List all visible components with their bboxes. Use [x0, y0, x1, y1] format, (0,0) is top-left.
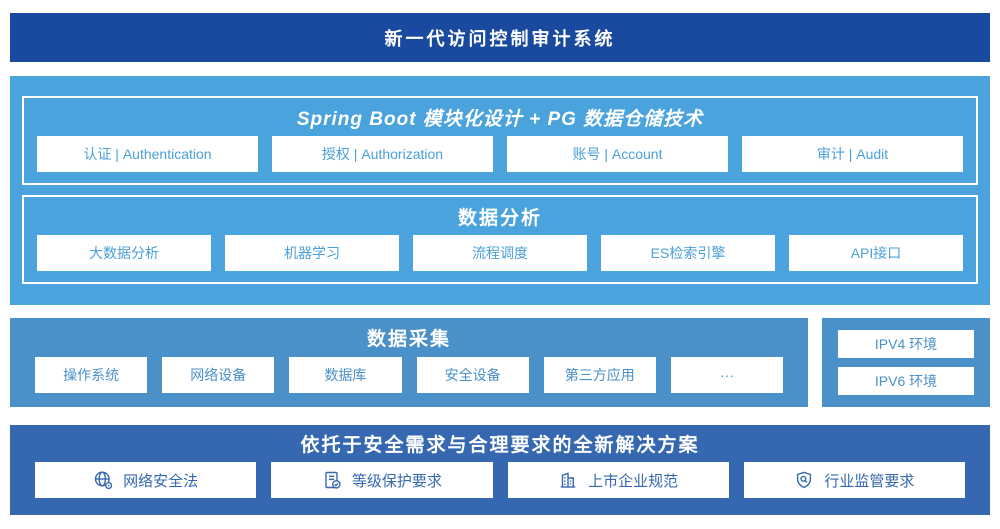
- analysis-box-workflow: 流程调度: [413, 235, 587, 271]
- module-box-authentication: 认证 | Authentication: [37, 136, 258, 172]
- module-box-account: 账号 | Account: [507, 136, 728, 172]
- solution-box-label: 行业监管要求: [824, 472, 915, 490]
- springboot-group: Spring Boot 模块化设计 + PG 数据仓储技术 认证 | Authe…: [22, 96, 978, 185]
- solution-box-label: 网络安全法: [123, 472, 199, 490]
- env-box-ipv4: IPV4 环境: [838, 330, 974, 358]
- data-collection-title: 数据采集: [366, 329, 451, 350]
- data-collection-row: 操作系统 网络设备 数据库 安全设备 第三方应用 ···: [10, 357, 808, 407]
- collection-box-more: ···: [670, 357, 784, 393]
- env-box-ipv6: IPV6 环境: [838, 367, 974, 395]
- module-box-authorization: 授权 | Authorization: [272, 136, 493, 172]
- analysis-box-api: API接口: [789, 235, 963, 271]
- shield-magnifier-icon: [794, 470, 814, 490]
- module-box-audit: 审计 | Audit: [742, 136, 963, 172]
- collection-box-security-device: 安全设备: [416, 357, 529, 393]
- data-analysis-group: 数据分析 大数据分析 机器学习 流程调度 ES检索引擎 API接口: [22, 195, 978, 284]
- solution-row: 网络安全法 等级保护要求 上: [10, 462, 990, 515]
- document-check-icon: [322, 470, 342, 490]
- solution-title: 依托于安全需求与合理要求的全新解决方案: [300, 435, 700, 456]
- analysis-box-es-search: ES检索引擎: [601, 235, 775, 271]
- springboot-group-title: Spring Boot 模块化设计 + PG 数据仓储技术: [296, 108, 704, 130]
- data-analysis-row: 大数据分析 机器学习 流程调度 ES检索引擎 API接口: [24, 235, 976, 282]
- data-analysis-title: 数据分析: [457, 207, 542, 229]
- data-collection-section: 数据采集 操作系统 网络设备 数据库 安全设备 第三方应用 ···: [10, 318, 808, 407]
- solution-box-label: 上市企业规范: [588, 472, 679, 490]
- solution-section: 依托于安全需求与合理要求的全新解决方案 网络安全法: [10, 425, 990, 515]
- collection-box-network-device: 网络设备: [162, 357, 275, 393]
- collection-box-database: 数据库: [289, 357, 402, 393]
- solution-box-level-protection: 等级保护要求: [271, 462, 493, 498]
- collection-box-third-party: 第三方应用: [543, 357, 656, 393]
- environment-panel: IPV4 环境 IPV6 环境: [822, 318, 990, 407]
- solution-box-industry-regulation: 行业监管要求: [743, 462, 965, 498]
- globe-icon: [93, 470, 113, 490]
- springboot-module-row: 认证 | Authentication 授权 | Authorization 账…: [24, 136, 976, 183]
- solution-box-network-law: 网络安全法: [35, 462, 257, 498]
- building-icon: [558, 470, 578, 490]
- collection-box-os: 操作系统: [35, 357, 148, 393]
- platform-section: Spring Boot 模块化设计 + PG 数据仓储技术 认证 | Authe…: [10, 76, 990, 305]
- solution-box-listed-company: 上市企业规范: [507, 462, 729, 498]
- analysis-box-bigdata: 大数据分析: [37, 235, 211, 271]
- page-title: 新一代访问控制审计系统: [10, 13, 990, 62]
- analysis-box-machine-learning: 机器学习: [225, 235, 399, 271]
- solution-box-label: 等级保护要求: [351, 472, 442, 490]
